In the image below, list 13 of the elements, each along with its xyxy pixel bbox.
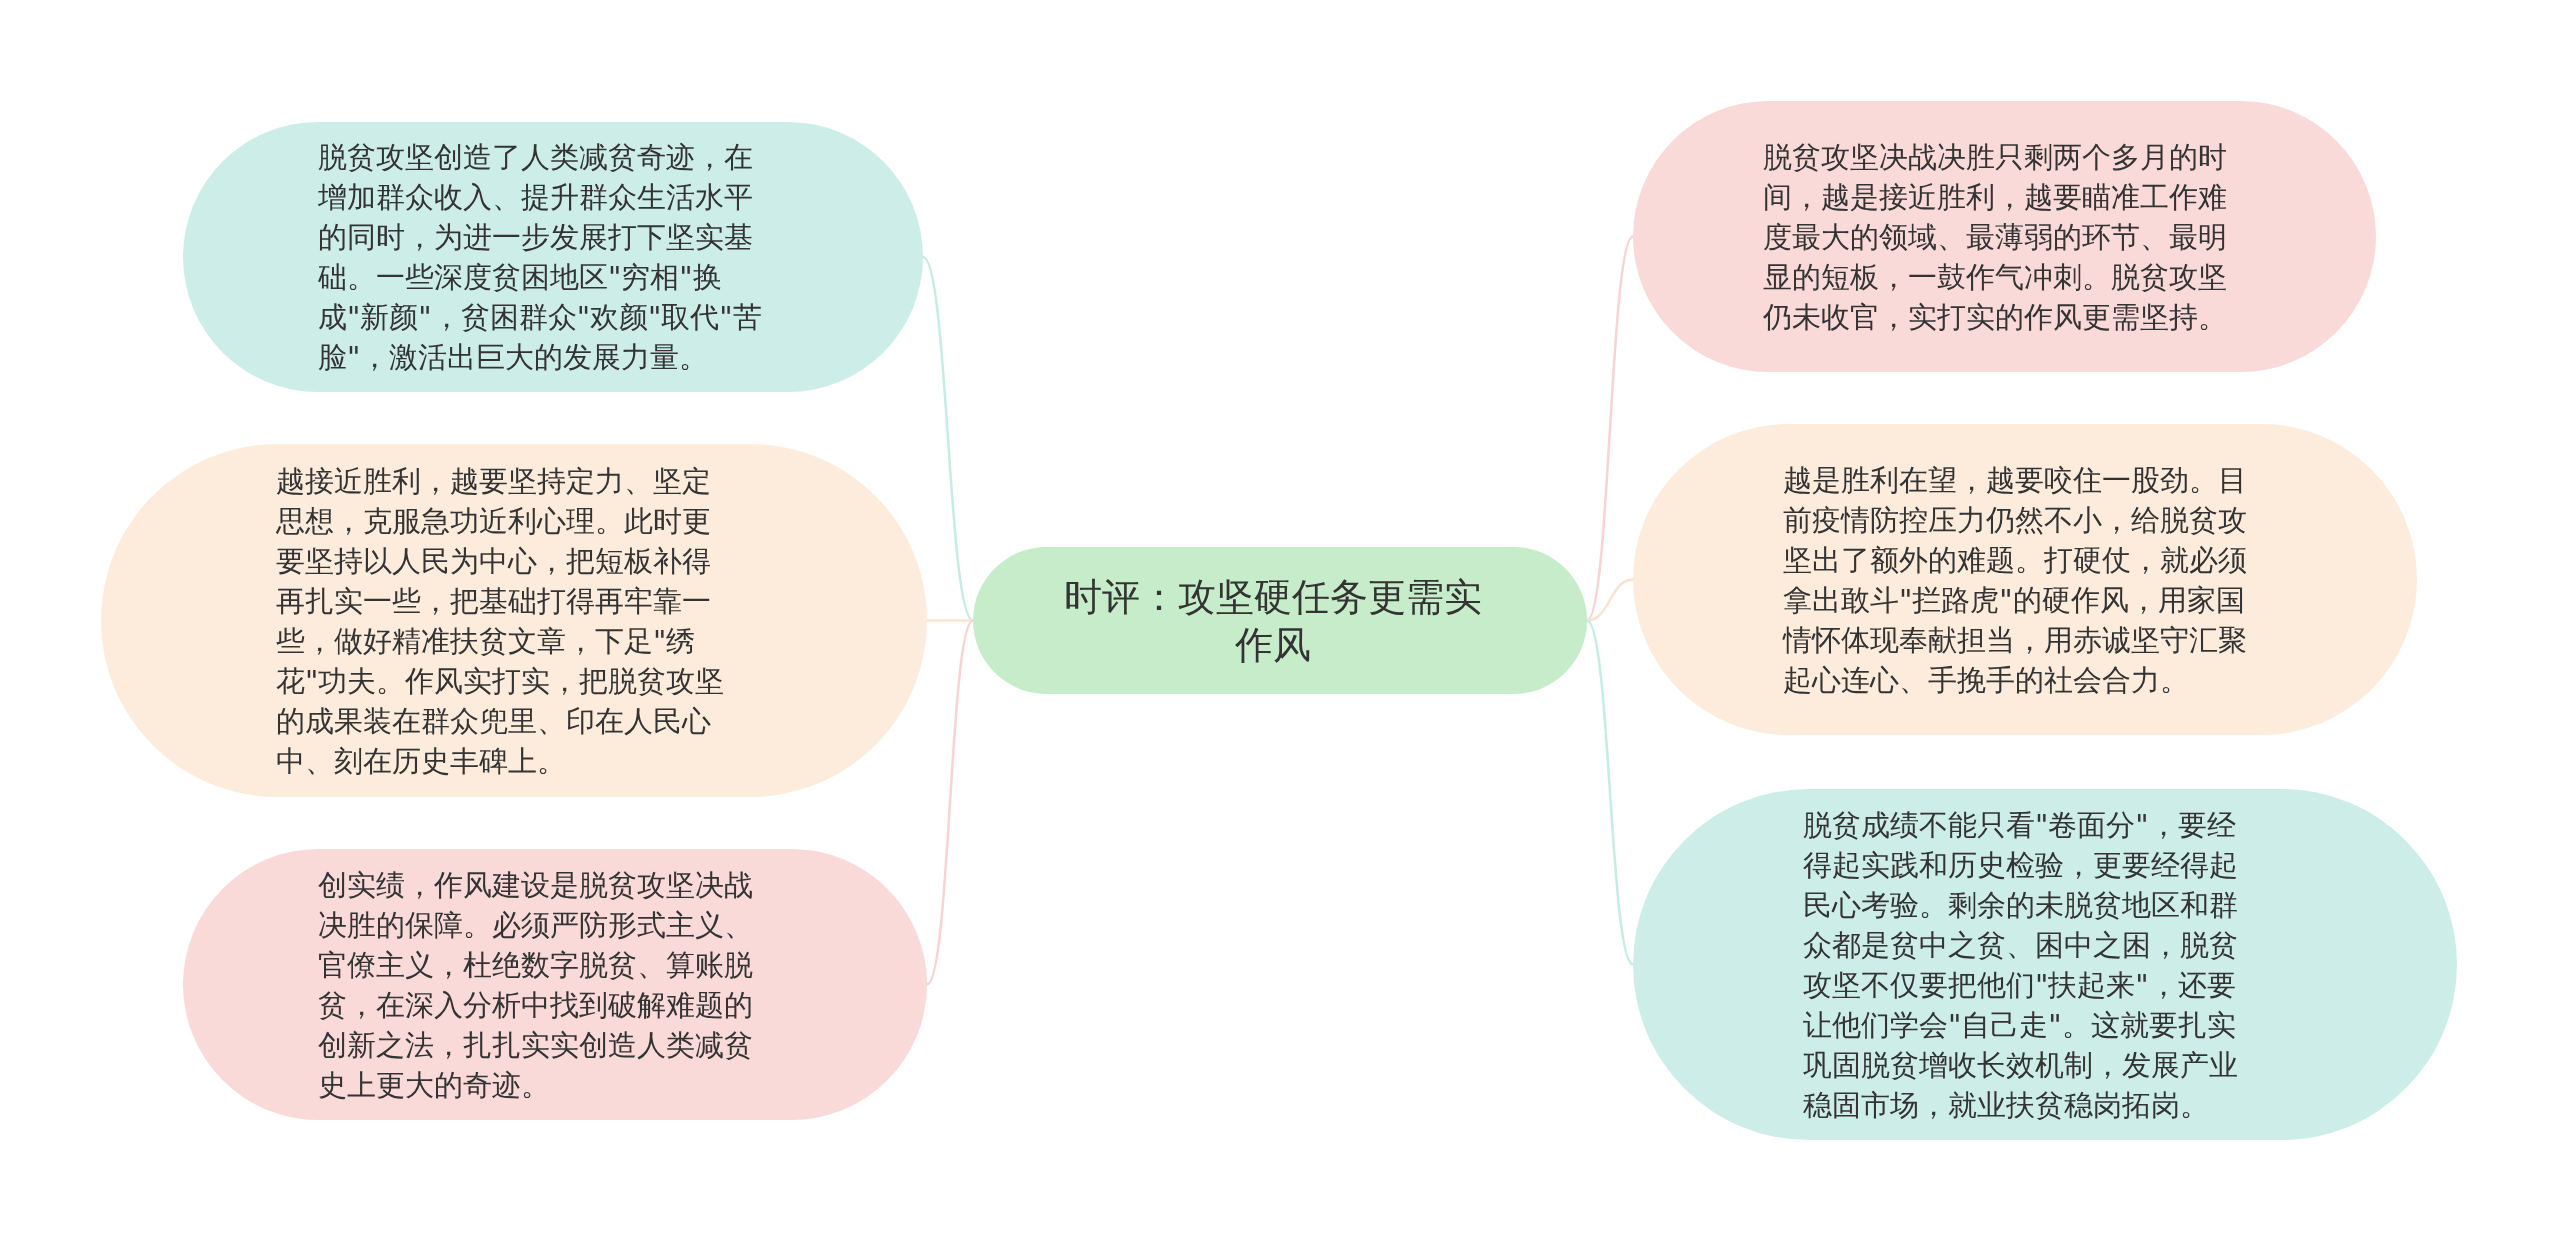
- topic-text: 脱贫攻坚创造了人类减贫奇迹，在增加群众收入、提升群众生活水平的同时，为进一步发展打下坚实基础。一些深度贫困地区"穷相"换成"新颜"，贫困群众"欢颜"取代"苦脸"，激活出巨大的发展力量。: [318, 139, 763, 376]
- central-topic-text: 时评：攻坚硬任务更需实作风: [1063, 573, 1483, 669]
- connector-line: [926, 619, 974, 986]
- connector-line: [1586, 619, 1634, 966]
- topic-text: 创实绩，作风建设是脱贫攻坚决战决胜的保障。必须严防形式主义、官僚主义，杜绝数字脱贫、算账脱贫，在深入分析中找到破解难题的创新之法，扎扎实实创造人类减贫史上更大的奇迹。: [318, 866, 754, 1104]
- connector-line: [922, 256, 974, 622]
- topic-text: 脱贫成绩不能只看"卷面分"，要经得起实践和历史检验，更要经得起民心考验。剩余的未脱贫地区和群众都是贫中之贫、困中之困，脱贫攻坚不仅要把他们"扶起来"，还要让他们学会"自己走"。这就要扎实巩固脱贫增收长效机制，发展产业稳固市场，就业扶贫稳岗拓岗。: [1803, 806, 2239, 1124]
- connector-line: [1585, 235, 1635, 622]
- connector-line: [1586, 578, 1634, 622]
- connector-line: [927, 619, 973, 622]
- topic-text: 越是胜利在望，越要咬住一股劲。目前疫情防控压力仍然不小，给脱贫攻坚出了额外的难题。打硬仗，就必须拿出敢斗"拦路虎"的硬作风，用家国情怀体现奉献担当，用赤诚坚守汇聚起心连心、手挽手的社会合力。: [1783, 461, 2248, 699]
- topic-text: 脱贫攻坚决战决胜只剩两个多月的时间，越是接近胜利，越要瞄准工作难度最大的领域、最薄弱的环节、最明显的短板，一鼓作气冲刺。脱贫攻坚仍未收官，实打实的作风更需坚持。: [1763, 138, 2228, 336]
- topic-text: 越接近胜利，越要坚持定力、坚定思想，克服急功近利心理。此时更要坚持以人民为中心，把短板补得再扎实一些，把基础打得再牢靠一些，做好精准扶贫文章，下足"绣花"功夫。作风实打实，把脱贫攻坚的成果装在群众兜里、印在人民心中、刻在历史丰碑上。: [276, 462, 726, 780]
